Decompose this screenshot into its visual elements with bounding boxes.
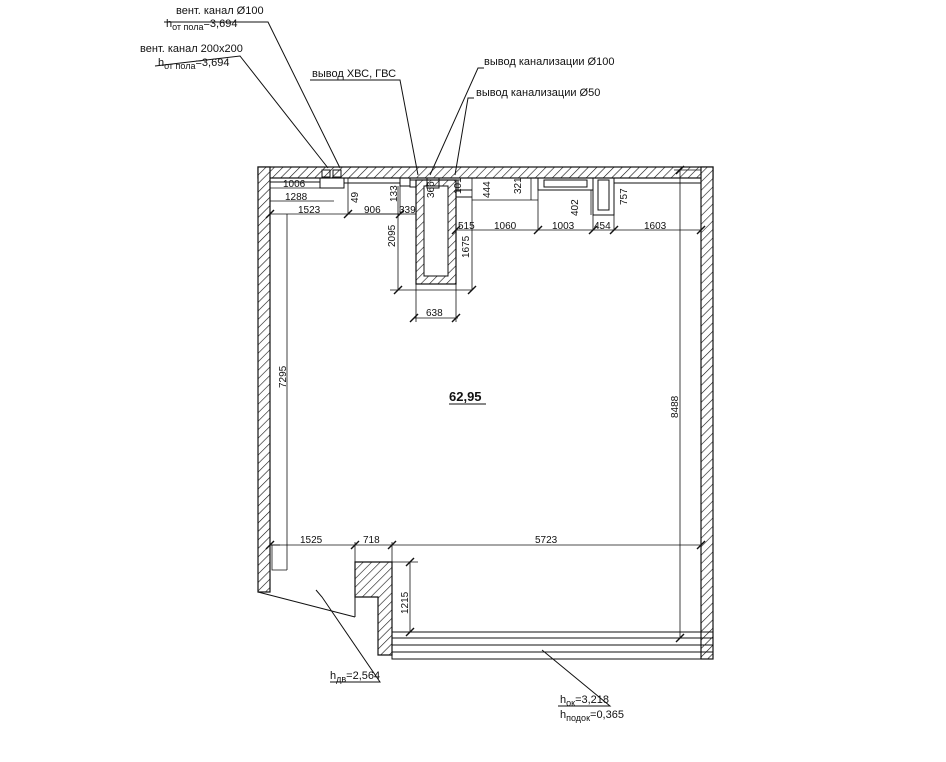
wall-top xyxy=(257,166,714,179)
label-vent-200-height: hот пола=3,694 xyxy=(158,57,229,71)
dim-1060: 1060 xyxy=(494,221,517,232)
dim-1288: 1288 xyxy=(285,192,308,203)
dim-1006: 1006 xyxy=(283,179,306,190)
dim-402: 402 xyxy=(570,199,581,216)
dim-906: 906 xyxy=(364,205,381,216)
annotations: вент. канал Ø100 hот пола=3,694 вент. ка… xyxy=(140,5,624,723)
dim-1003: 1003 xyxy=(552,221,575,232)
wall-right xyxy=(700,166,714,660)
walls xyxy=(257,166,714,660)
dim-321: 321 xyxy=(513,177,524,194)
label-door-height: hдв=2,564 xyxy=(330,670,380,684)
label-vent-200: вент. канал 200х200 xyxy=(140,43,243,55)
label-sill-height: hподок=0,365 xyxy=(560,709,624,723)
dim-757: 757 xyxy=(619,188,630,205)
dim-454: 454 xyxy=(594,221,611,232)
window xyxy=(391,631,714,660)
label-window-height: hок=3,218 xyxy=(560,694,609,708)
room-area: 62,95 xyxy=(449,389,482,404)
label-vent-100: вент. канал Ø100 xyxy=(176,5,264,17)
leader-lines xyxy=(154,21,612,707)
dim-1525: 1525 xyxy=(300,535,323,546)
dimension-labels: 1006 1288 1523 49 906 133 339 366 101 44… xyxy=(278,177,681,614)
label-water-outlet: вывод ХВС, ГВС xyxy=(312,68,396,80)
dim-638: 638 xyxy=(426,308,443,319)
dimension-lines xyxy=(265,165,706,643)
dim-339: 339 xyxy=(399,205,416,216)
dim-2095: 2095 xyxy=(387,224,398,247)
dim-7295: 7295 xyxy=(278,365,289,388)
dim-5723: 5723 xyxy=(535,535,558,546)
dim-49: 49 xyxy=(350,191,361,203)
label-sewer-100: вывод канализации Ø100 xyxy=(484,56,614,68)
dim-101: 101 xyxy=(453,177,464,194)
dim-366: 366 xyxy=(426,181,437,198)
wall-left xyxy=(257,166,271,593)
dim-515: 515 xyxy=(458,221,475,232)
dim-444: 444 xyxy=(482,181,493,198)
door xyxy=(257,544,356,618)
label-sewer-50: вывод канализации Ø50 xyxy=(476,87,600,99)
riser-shaft xyxy=(415,177,472,285)
dim-133: 133 xyxy=(389,185,400,202)
dim-1523: 1523 xyxy=(298,205,321,216)
label-vent-100-height: hот пола=3,694 xyxy=(166,18,237,32)
dim-718: 718 xyxy=(363,535,380,546)
dim-1215: 1215 xyxy=(400,591,411,614)
dim-1603: 1603 xyxy=(644,221,667,232)
dim-8488: 8488 xyxy=(670,395,681,418)
wall-bottom-pillar xyxy=(354,561,393,656)
dim-1675: 1675 xyxy=(461,235,472,258)
